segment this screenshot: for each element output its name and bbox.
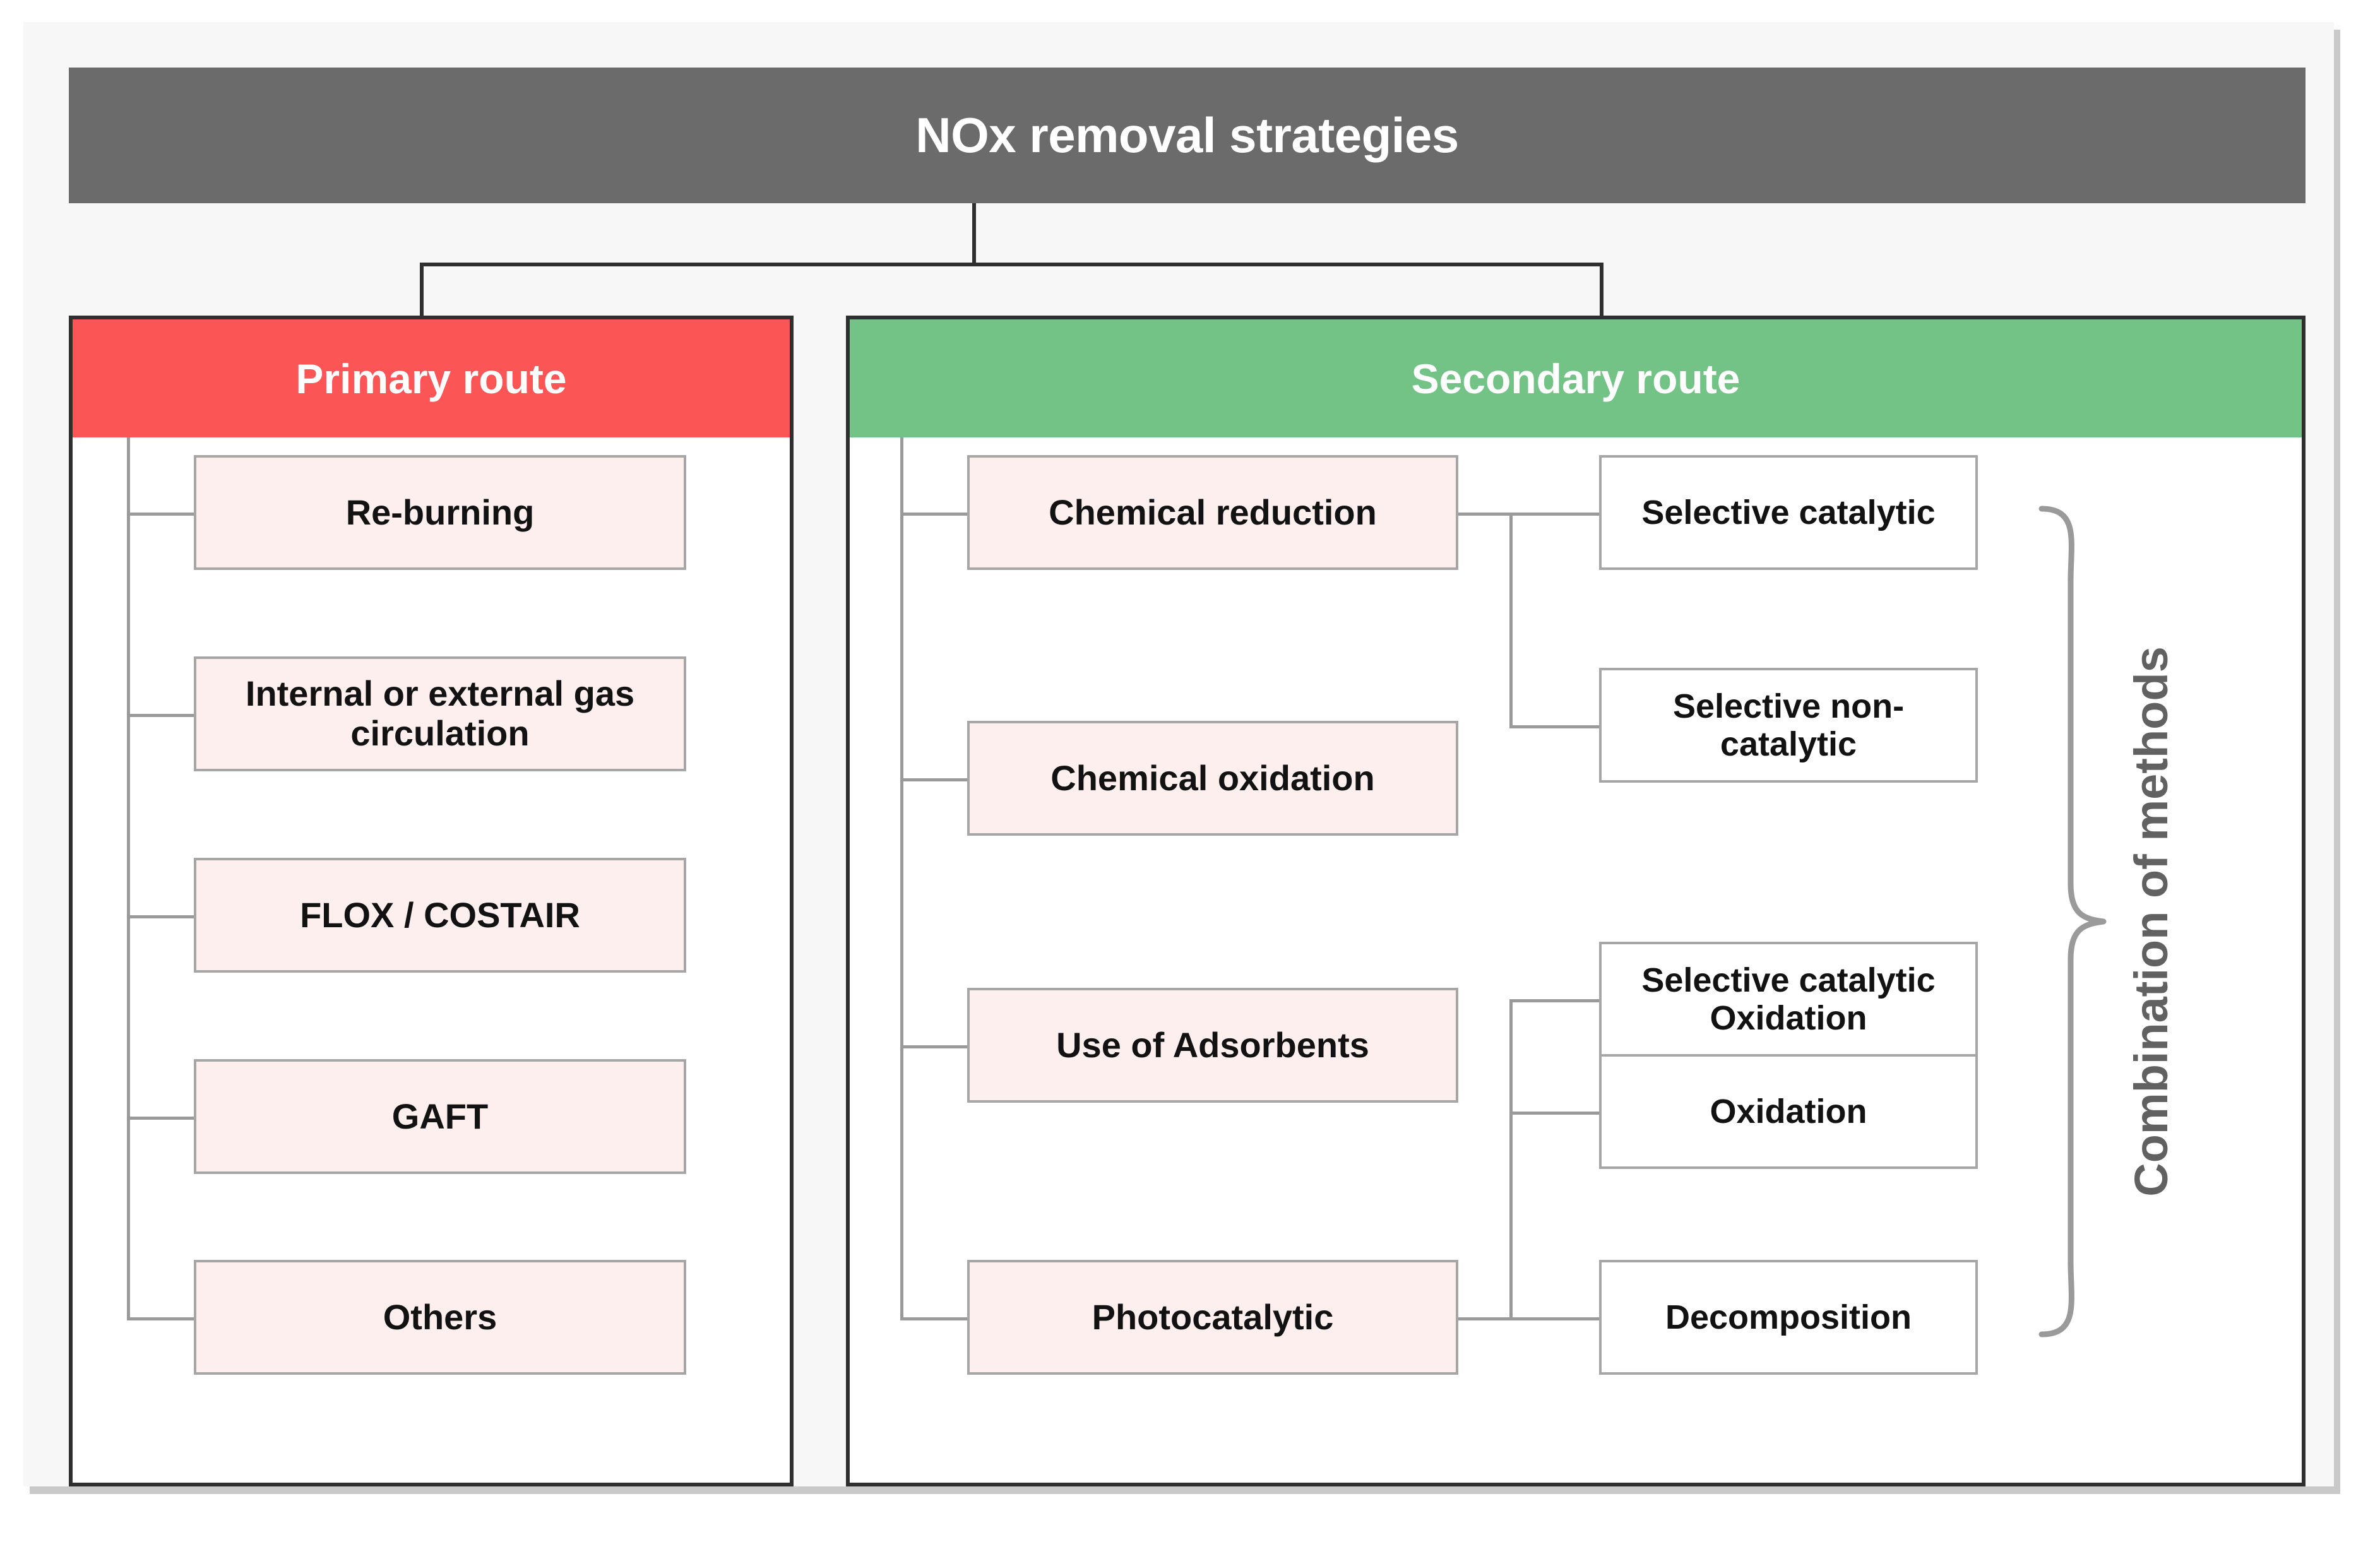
primary-trunk [127, 437, 130, 1317]
secondary-branch-2 [900, 778, 968, 781]
node-re-burning[interactable]: Re-burning [194, 455, 686, 570]
root-connector-left-drop [420, 263, 424, 319]
node-flox-costair[interactable]: FLOX / COSTAIR [194, 858, 686, 973]
node-label: Photocatalytic [1092, 1296, 1334, 1337]
node-label: Oxidation [1710, 1092, 1867, 1130]
root-connector-horizontal [420, 263, 1604, 266]
subtree-a-spine [1509, 513, 1513, 728]
subtree-b-spine [1509, 999, 1513, 1320]
secondary-route-header: Secondary route [850, 319, 2302, 437]
primary-branch-4 [127, 1117, 195, 1120]
subtree-a-stem [1458, 513, 1513, 516]
subtree-a-branch-1 [1509, 513, 1601, 516]
node-decomposition[interactable]: Decomposition [1599, 1260, 1978, 1375]
subtree-b-branch-2 [1509, 1112, 1601, 1115]
diagram-title-bar: NOx removal strategies [69, 68, 2306, 203]
node-selective-catalytic-oxidation[interactable]: Selective catalytic Oxidation [1599, 942, 1978, 1057]
node-label: Chemical oxidation [1050, 757, 1375, 798]
primary-route-header-label: Primary route [295, 355, 567, 402]
node-label: Selective catalytic [1641, 493, 1936, 531]
node-label: Re-burning [345, 492, 535, 532]
panel-primary-route: Primary route Re-burning Internal or ext… [69, 316, 794, 1486]
node-label: Chemical reduction [1049, 492, 1377, 532]
node-gas-circulation[interactable]: Internal or external gas circulation [194, 656, 686, 771]
node-chemical-reduction[interactable]: Chemical reduction [967, 455, 1458, 570]
combination-of-methods-annotation: Combination of methods [2116, 505, 2186, 1338]
diagram-title: NOx removal strategies [915, 107, 1459, 163]
panel-secondary-route: Secondary route Chemical reduction Chemi… [846, 316, 2306, 1486]
secondary-trunk [900, 437, 903, 1317]
node-label: Others [383, 1296, 497, 1337]
primary-route-header: Primary route [73, 319, 790, 437]
secondary-route-header-label: Secondary route [1411, 355, 1740, 402]
primary-branch-2 [127, 714, 195, 717]
node-label: Internal or external gas circulation [245, 673, 635, 753]
subtree-a-branch-2 [1509, 725, 1601, 728]
node-label: Selective non-catalytic [1672, 687, 1905, 763]
primary-branch-1 [127, 513, 195, 516]
node-label: Use of Adsorbents [1056, 1024, 1369, 1065]
node-selective-non-catalytic[interactable]: Selective non-catalytic [1599, 668, 1978, 783]
node-gaft[interactable]: GAFT [194, 1059, 686, 1174]
node-label: GAFT [391, 1096, 489, 1136]
node-oxidation[interactable]: Oxidation [1599, 1054, 1978, 1169]
secondary-branch-4 [900, 1317, 968, 1320]
root-connector-right-drop [1600, 263, 1604, 319]
node-label: Selective catalytic Oxidation [1641, 961, 1936, 1037]
node-chemical-oxidation[interactable]: Chemical oxidation [967, 721, 1458, 836]
subtree-b-stem [1458, 1317, 1513, 1320]
combination-of-methods-label: Combination of methods [2124, 646, 2177, 1197]
primary-branch-5 [127, 1317, 195, 1320]
root-connector-vertical [972, 203, 976, 266]
node-others[interactable]: Others [194, 1260, 686, 1375]
node-photocatalytic[interactable]: Photocatalytic [967, 1260, 1458, 1375]
secondary-branch-3 [900, 1045, 968, 1048]
node-selective-catalytic[interactable]: Selective catalytic [1599, 455, 1978, 570]
primary-branch-3 [127, 915, 195, 918]
combination-brace-icon [2038, 505, 2107, 1338]
subtree-b-branch-3 [1509, 1317, 1601, 1320]
node-use-of-adsorbents[interactable]: Use of Adsorbents [967, 988, 1458, 1103]
node-label: Decomposition [1665, 1298, 1912, 1336]
node-label: FLOX / COSTAIR [300, 894, 580, 935]
subtree-b-branch-1 [1509, 999, 1601, 1002]
secondary-branch-1 [900, 513, 968, 516]
